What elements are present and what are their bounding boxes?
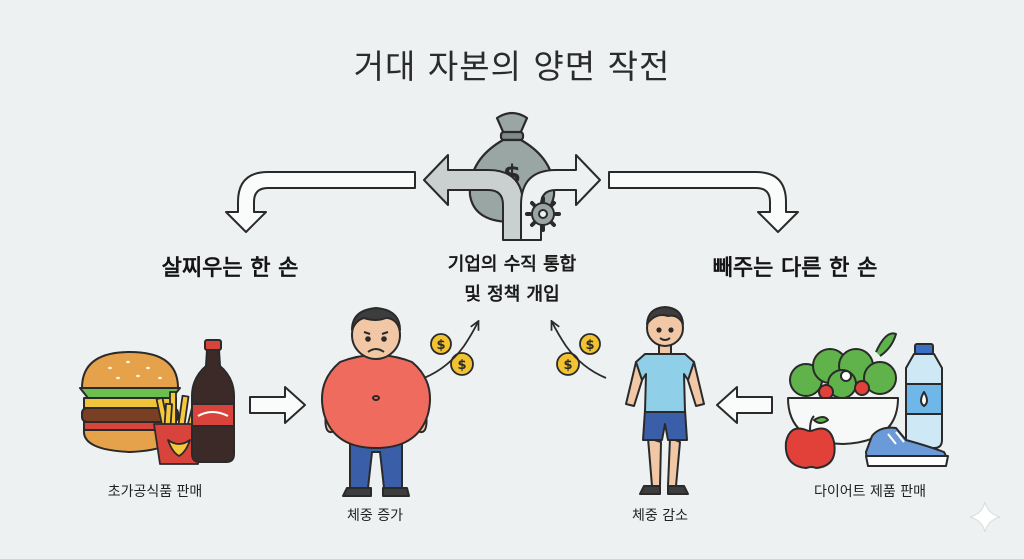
split-arrow-left xyxy=(423,154,524,241)
caption-weight-loss: 체중 감소 xyxy=(632,508,688,524)
coins-icon-right: $ $ xyxy=(556,333,601,376)
gear-icon xyxy=(525,196,561,232)
arrow-food-to-gain xyxy=(249,386,306,424)
sneaker-icon xyxy=(865,426,949,467)
left-curved-arrow xyxy=(225,171,416,233)
coins-icon-left: $ $ xyxy=(430,333,474,376)
svg-text:$: $ xyxy=(436,338,445,353)
center-label-line2: 및 정책 개입 xyxy=(464,284,560,305)
svg-text:$: $ xyxy=(585,338,594,353)
svg-text:$: $ xyxy=(563,358,572,373)
page-title: 거대 자본의 양면 작전 xyxy=(353,47,671,86)
overweight-person-icon xyxy=(321,307,431,497)
center-label-line1: 기업의 수직 통합 xyxy=(447,254,577,275)
slim-person-icon xyxy=(625,306,705,495)
left-heading: 살찌우는 한 손 xyxy=(161,256,299,281)
right-heading: 빼주는 다른 한 손 xyxy=(712,256,878,281)
apple-icon xyxy=(784,415,836,469)
caption-fast-food: 초가공식품 판매 xyxy=(107,484,203,500)
water-bottle-icon xyxy=(905,343,943,449)
arrow-diet-to-loss xyxy=(716,386,773,424)
cola-bottle-icon xyxy=(191,339,235,463)
salad-bowl-icon xyxy=(787,332,899,445)
center-label: 기업의 수직 통합 및 정책 개입 xyxy=(412,250,612,310)
right-curved-arrow xyxy=(608,171,799,233)
burger-icon xyxy=(79,351,181,453)
svg-text:$: $ xyxy=(457,358,466,373)
caption-diet-products: 다이어트 제품 판매 xyxy=(814,484,926,500)
thin-arrow-up-right xyxy=(552,322,607,379)
sparkle-icon xyxy=(969,501,1001,533)
caption-weight-gain: 체중 증가 xyxy=(347,508,403,524)
thin-arrow-up-left xyxy=(423,322,478,379)
